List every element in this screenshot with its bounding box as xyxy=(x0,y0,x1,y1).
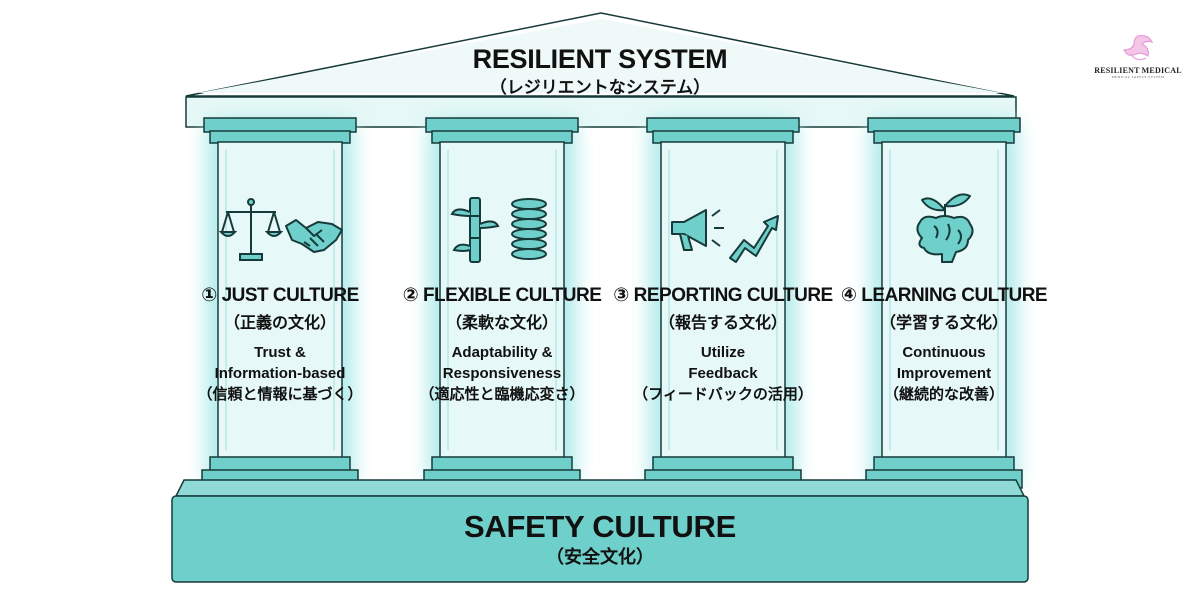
foundation-block xyxy=(171,495,1029,583)
pillar-4-subtitle: （学習する文化） xyxy=(879,315,1008,332)
pillar-1-subtitle: （正義の文化） xyxy=(223,315,336,332)
pillar-1-description-line: Information-based xyxy=(214,365,346,382)
pillar-2-subtitle: （柔軟な文化） xyxy=(445,315,558,332)
foundation-subtitle: （安全文化） xyxy=(546,547,654,567)
handshake-icon xyxy=(285,219,343,253)
pillar-3-description-line: Feedback xyxy=(688,365,758,382)
pillar-1-description: Trust & Information-based （信頼と情報に基づく） xyxy=(170,342,390,405)
pillar-flexible-culture xyxy=(423,117,581,489)
pillar-3-description-line: （フィードバックの活用） xyxy=(633,386,813,403)
pillar-3-description-line: Utilize xyxy=(700,344,746,361)
pillar-2-description-line: （適応性と臨機応変さ） xyxy=(419,386,585,403)
pillar-reporting-culture xyxy=(644,117,802,489)
logo-tagline: MEDICAL SAFETY SYSTEM xyxy=(1111,75,1165,79)
brain-sprout-icon xyxy=(916,193,974,263)
logo-name: RESILIENT MEDICAL xyxy=(1094,66,1182,75)
roof xyxy=(185,12,1017,128)
pillar-2-title: ② FLEXIBLE CULTURE xyxy=(402,285,602,306)
pillar-2-description-line: Adaptability & xyxy=(451,344,553,361)
pillar-4-description-line: Continuous xyxy=(902,344,986,361)
pillar-4-description-line: Improvement xyxy=(896,365,992,382)
pillar-2-description-line: Responsiveness xyxy=(442,365,562,382)
pillar-4-description-line: （継続的な改善） xyxy=(883,386,1004,403)
bird-logo-icon xyxy=(1123,35,1154,61)
foundation-title: SAFETY CULTURE xyxy=(464,509,736,544)
pillar-3-subtitle: （報告する文化） xyxy=(658,315,787,332)
pillar-4-title: ④ LEARNING CULTURE xyxy=(840,285,1048,306)
pillar-2-description: Adaptability & Responsiveness （適応性と臨機応変さ… xyxy=(392,342,612,405)
bamboo-icon xyxy=(450,197,500,263)
pillar-4-description: Continuous Improvement （継続的な改善） xyxy=(834,342,1054,405)
roof-title: RESILIENT SYSTEM xyxy=(472,44,728,74)
scales-icon xyxy=(218,198,284,261)
foundation-top xyxy=(174,479,1026,497)
trend-arrow-icon xyxy=(729,215,779,263)
megaphone-icon xyxy=(671,209,724,251)
pillar-1-description-line: （信頼と情報に基づく） xyxy=(197,386,363,403)
brand-logo: RESILIENT MEDICAL MEDICAL SAFETY SYSTEM xyxy=(1090,32,1186,92)
pillar-1-description-line: Trust & xyxy=(254,344,306,361)
pillar-1-title: ① JUST CULTURE xyxy=(201,285,359,306)
roof-subtitle: （レジリエントなシステム） xyxy=(489,78,711,97)
foundation xyxy=(171,479,1029,583)
pillar-3-description: Utilize Feedback （フィードバックの活用） xyxy=(613,342,833,405)
pillar-3-title: ③ REPORTING CULTURE xyxy=(613,285,833,306)
pillar-learning-culture xyxy=(865,117,1023,489)
spring-icon xyxy=(511,198,547,260)
